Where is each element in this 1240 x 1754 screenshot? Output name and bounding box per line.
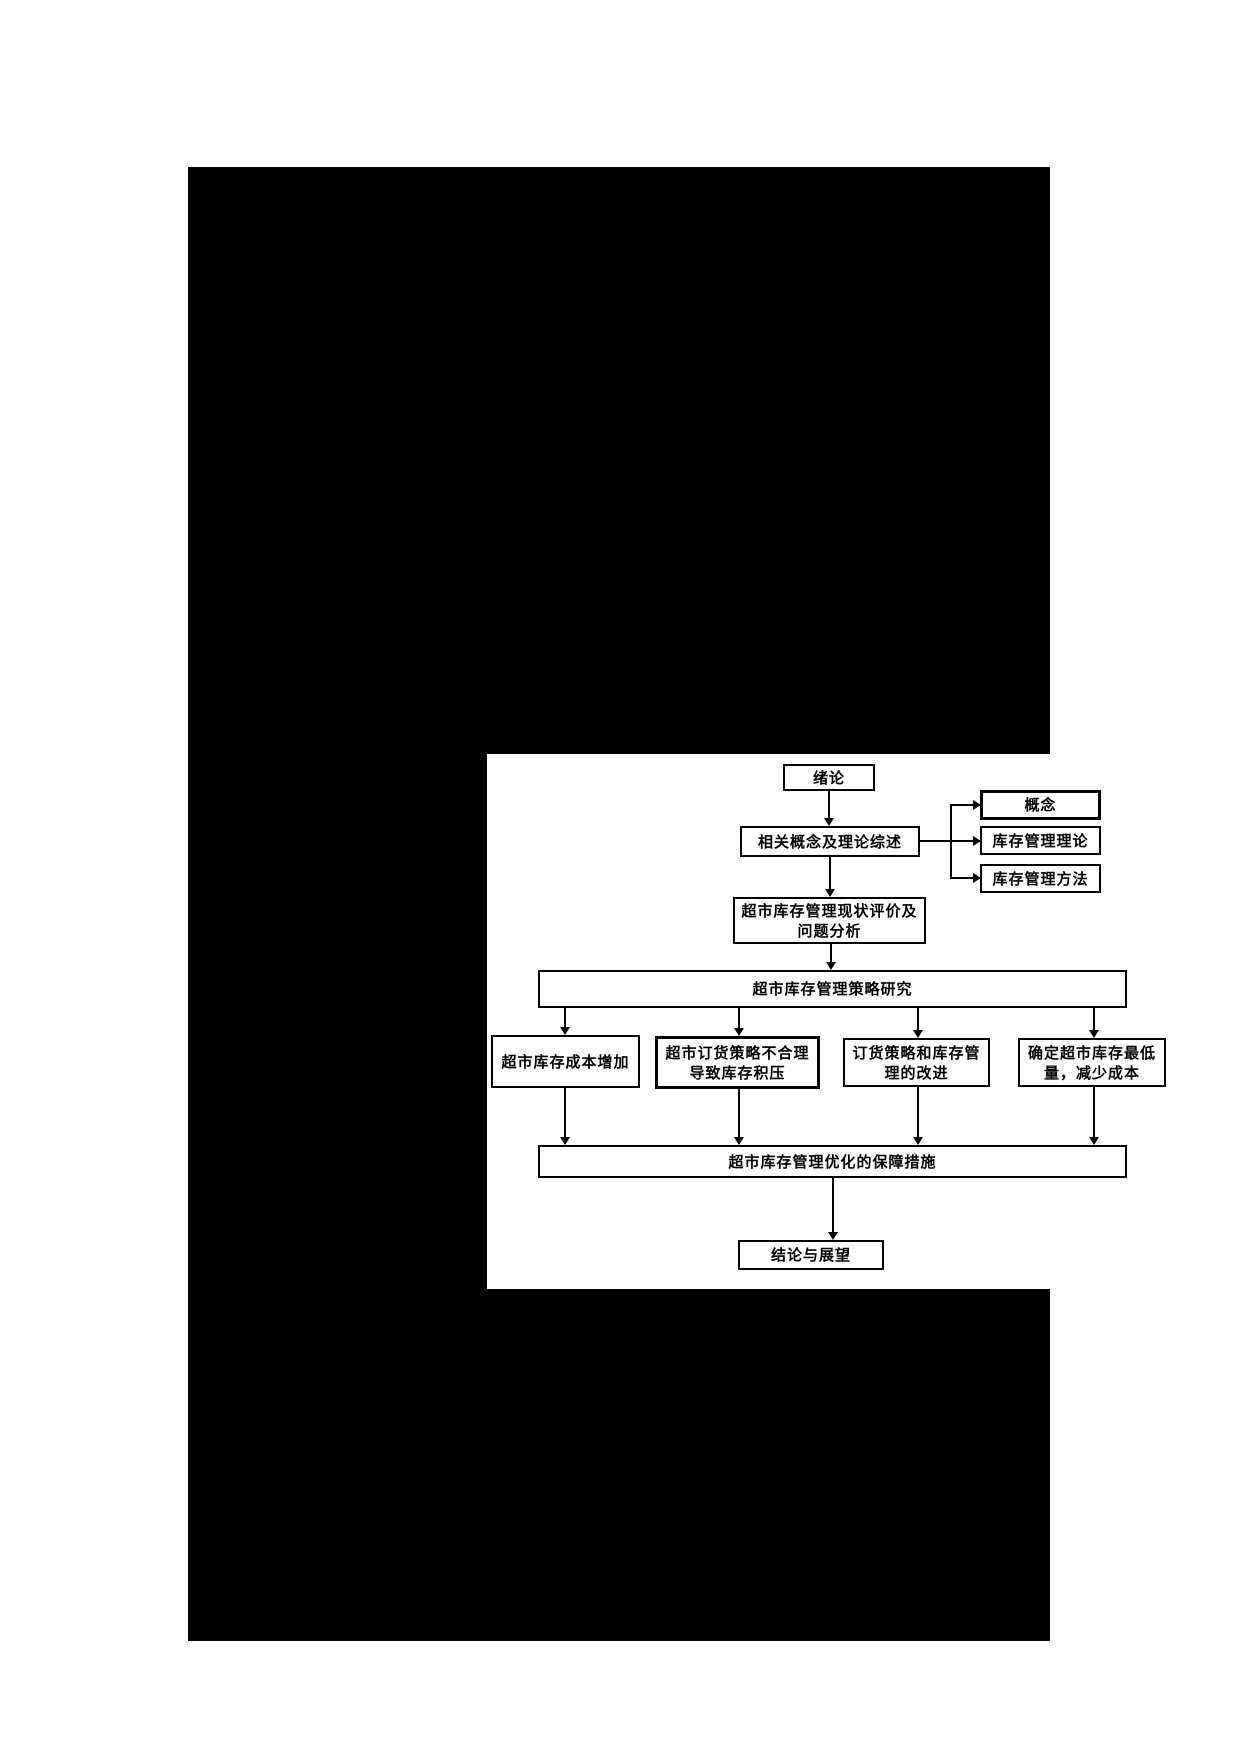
node-status-evaluation: 超市库存管理现状评价及问题分析	[733, 897, 926, 944]
arrow-strategy-to-cost-icon	[560, 1008, 570, 1035]
arrow-intro-to-related-icon	[824, 791, 834, 826]
arrow-status-to-strategy-icon	[826, 944, 836, 970]
arrow-related-to-status-icon	[825, 857, 835, 897]
arrow-strategy-to-ordering-icon	[734, 1008, 744, 1036]
branch-stem-line	[920, 840, 950, 842]
node-strategy-research: 超市库存管理策略研究	[538, 970, 1127, 1008]
arrow-strategy-to-min-inventory-icon	[1089, 1008, 1099, 1038]
arrow-safeguards-to-conclusion-icon	[828, 1178, 838, 1240]
flowchart-panel: 绪论 相关概念及理论综述 概念 库存管理理论 库存管理方法 超市库存管理现状评价…	[487, 754, 1180, 1289]
arrow-improvement-to-safeguards-icon	[913, 1087, 923, 1145]
node-intro: 绪论	[783, 764, 875, 791]
node-ordering-improvement: 订货策略和库存管理的改进	[843, 1038, 990, 1087]
node-related-concepts: 相关概念及理论综述	[740, 826, 920, 857]
arrow-strategy-to-improvement-icon	[913, 1008, 923, 1038]
node-inventory-method: 库存管理方法	[980, 864, 1101, 893]
node-concept: 概念	[980, 790, 1101, 820]
node-cost-increase: 超市库存成本增加	[491, 1035, 640, 1088]
arrow-branch-to-concept-icon	[950, 800, 981, 810]
document-page: 绪论 相关概念及理论综述 概念 库存管理理论 库存管理方法 超市库存管理现状评价…	[188, 167, 1180, 1641]
node-ordering-unreasonable: 超市订货策略不合理导致库存积压	[655, 1036, 820, 1089]
node-safeguards: 超市库存管理优化的保障措施	[538, 1145, 1127, 1178]
arrow-ordering-to-safeguards-icon	[734, 1089, 744, 1145]
node-min-inventory: 确定超市库存最低量，减少成本	[1018, 1038, 1166, 1087]
arrow-cost-to-safeguards-icon	[560, 1088, 570, 1145]
arrow-branch-to-method-icon	[950, 873, 981, 883]
node-inventory-theory: 库存管理理论	[980, 826, 1101, 855]
arrow-min-inventory-to-safeguards-icon	[1089, 1087, 1099, 1145]
node-conclusion: 结论与展望	[738, 1240, 884, 1270]
arrow-branch-to-theory-icon	[950, 836, 981, 846]
